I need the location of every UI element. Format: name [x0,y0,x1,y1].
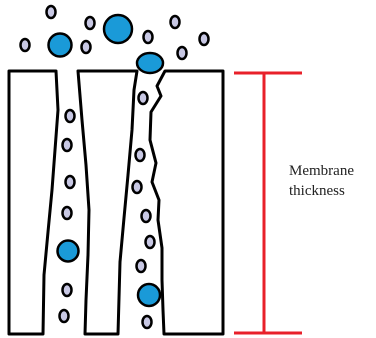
small-particle [200,33,209,45]
small-particle [82,41,91,53]
membrane-wall-middle [78,71,137,334]
small-particle [47,6,56,18]
small-particle [142,210,151,222]
small-particle [63,139,72,151]
small-particle [139,92,148,104]
large-particle [104,15,132,43]
large-particle [138,284,160,306]
label-line-1: Membrane [289,161,354,181]
small-particle [136,149,145,161]
label-line-2: thickness [289,181,354,201]
small-particle [143,316,152,328]
large-particle [137,53,163,73]
large-particle [58,241,79,262]
small-particle [137,260,146,272]
small-particle [21,39,30,51]
small-particle [171,16,180,28]
small-particle [146,236,155,248]
small-particle [66,176,75,188]
small-particle [133,181,142,193]
membrane-wall-left [9,71,58,334]
small-particle [144,31,153,43]
small-particle [66,110,75,122]
small-particle [86,17,95,29]
small-particle [178,47,187,59]
large-particle [49,34,72,57]
membrane-thickness-label: Membrane thickness [289,161,354,201]
thickness-dimension-line [234,73,302,333]
small-particle [63,284,72,296]
small-particle [60,310,69,322]
small-particle [63,207,72,219]
